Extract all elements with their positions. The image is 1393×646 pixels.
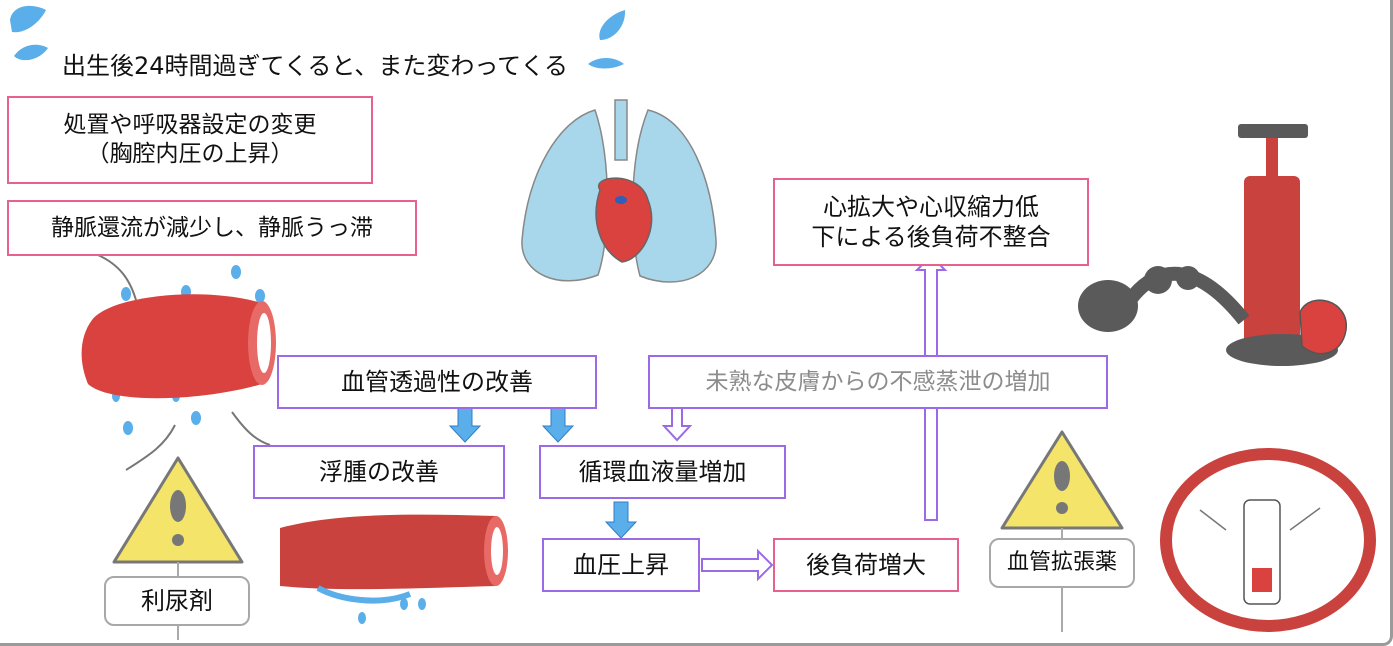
vessel-icon (1160, 448, 1376, 632)
bp-rise-box: 血圧上昇 (542, 538, 700, 592)
vein-icon (280, 514, 508, 624)
vasodilator-label: 血管拡張薬 (989, 538, 1135, 588)
lungs-heart-icon (521, 99, 717, 283)
permeability-box: 血管透過性の改善 (277, 355, 597, 409)
page-title: 出生後24時間過ぎてくると、また変わってくる (62, 52, 568, 80)
edema-box: 浮腫の改善 (253, 445, 505, 499)
arrow-outline-icon (661, 254, 948, 582)
pump-icon (1078, 124, 1347, 366)
water-drop-icon (588, 10, 626, 69)
mismatch-box: 心拡大や心収縮力低 下による後負荷不整合 (773, 178, 1089, 266)
treatment-change-box: 処置や呼吸器設定の変更 （胸腔内圧の上昇） (7, 96, 373, 184)
water-drop-icon (10, 5, 48, 61)
diuretic-label: 利尿剤 (104, 576, 250, 626)
insensible-loss-box: 未熟な皮膚からの不感蒸泄の増加 (648, 355, 1108, 409)
afterload-box: 後負荷増大 (773, 538, 959, 592)
arrow-down-icon (448, 405, 638, 539)
blood-volume-box: 循環血液量増加 (539, 445, 786, 499)
warning-sign-icon (1000, 430, 1124, 632)
vein-icon (81, 254, 276, 471)
venous-return-box: 静脈還流が減少し、静脈うっ滞 (7, 200, 417, 256)
